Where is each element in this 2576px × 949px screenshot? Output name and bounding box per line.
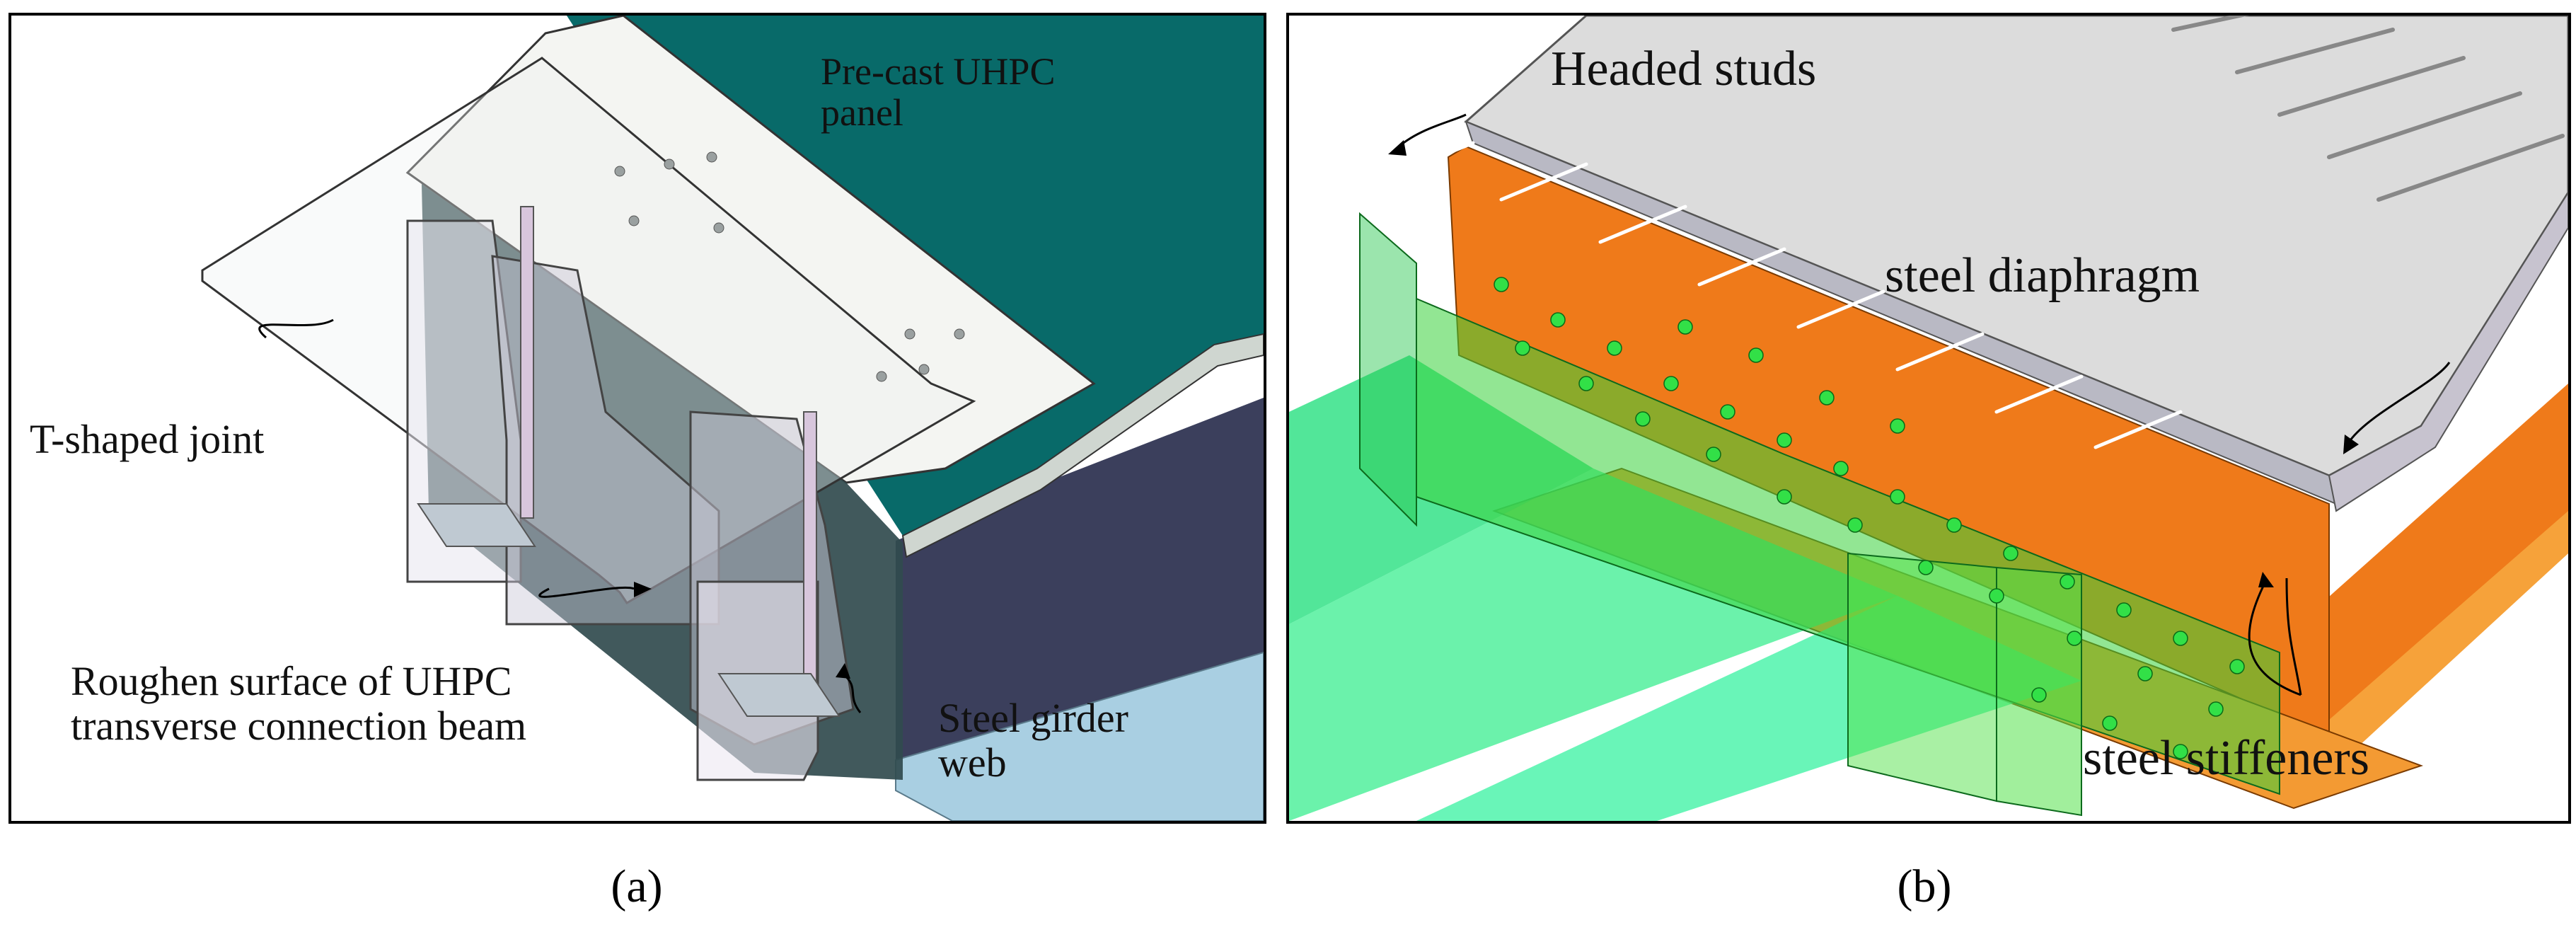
joint-block-left [406,219,522,583]
diaphragm-arrowhead [2343,435,2359,454]
stiffener-plate-left [520,206,534,519]
girder-flange-orange [2301,511,2568,780]
girder-web-arrowhead [836,663,850,679]
panel-a-drawing [201,16,1264,821]
green-plate-back [1359,212,1417,527]
roughen-leader [538,586,635,598]
deck-lip [2328,191,2568,512]
stiffener-plate-right [803,411,817,710]
panel-b: Headed studs steel diaphragm steel stiff… [1286,13,2571,824]
base-plate-right [717,673,841,717]
stiffeners-arrowhead [2258,572,2274,587]
label-steel-stiffeners: steel stiffeners [2083,731,2369,786]
roughen-arrowhead [634,582,652,597]
panel-a: Pre-cast UHPC panel T-shaped joint Rough… [8,13,1266,824]
caption-b: (b) [1897,861,1952,912]
label-headed-studs: Headed studs [1551,42,1817,96]
label-roughen-surface: Roughen surface of UHPC transverse conne… [71,658,527,749]
deck-rebars [2171,16,2565,202]
girder-side-face [896,398,1264,760]
label-t-shaped-joint: T-shaped joint [30,416,265,462]
girder-side-orange [2322,384,2568,766]
girder-bottom-flange [895,651,1264,821]
precast-panel-edge [901,333,1264,558]
panel-a-studs [614,151,965,382]
stiffeners-leader [2248,581,2301,696]
label-steel-diaphragm: steel diaphragm [1885,248,2200,303]
label-precast-panel: Pre-cast UHPC panel [821,50,1056,134]
diaphragm-leader [2349,362,2451,441]
t-joint-leader [258,318,334,339]
green-plate-front [1847,552,1997,803]
green-studs [1494,277,2245,759]
panel-b-drawing [1289,16,2568,821]
headed-studs-leader [1394,113,1467,151]
label-steel-girder-web: Steel girder web [938,695,1128,786]
headed-studs [1400,141,2183,449]
base-plate-left [417,503,536,547]
caption-a: (a) [611,861,663,912]
headed-studs-arrowhead [1388,140,1407,156]
stiffeners-leader-2 [2285,577,2302,696]
